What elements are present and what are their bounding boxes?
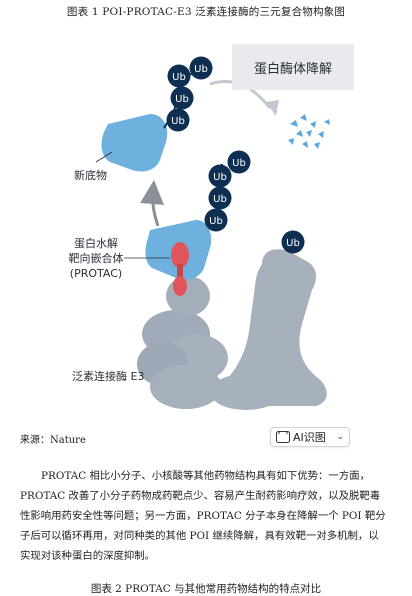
new-substrate-label: 新底物	[74, 168, 107, 182]
paragraph-line: PROTAC 改善了小分子药物成药靶点少、容易产生耐药影响疗效，以及脱靶毒	[20, 490, 381, 502]
ub-icon: Ub	[227, 150, 251, 174]
protac-ternary-complex-diagram: 蛋白酶体降解 Ub Ub	[69, 44, 354, 410]
protac-label-line3: (PROTAC)	[70, 267, 122, 280]
protac-label-line1: 蛋白水解	[74, 236, 118, 250]
degradation-label-box: 蛋白酶体降解	[232, 44, 354, 90]
cycle-arrow	[140, 180, 164, 227]
new-substrate-shape	[101, 114, 168, 172]
ub-icon: Ub	[204, 208, 228, 232]
svg-text:Ub: Ub	[175, 94, 189, 105]
ub-chain-lower: Ub Ub Ub Ub	[204, 150, 251, 232]
svg-text:Ub: Ub	[171, 116, 185, 127]
chevron-down-icon: ⌄	[336, 432, 344, 442]
ub-icon: Ub	[281, 230, 305, 254]
svg-text:Ub: Ub	[213, 194, 227, 205]
svg-text:Ub: Ub	[286, 238, 300, 249]
ub-icon: Ub	[189, 56, 213, 80]
ub-chain-upper: Ub Ub Ub Ub	[163, 56, 213, 132]
degradation-label: 蛋白酶体降解	[254, 61, 332, 77]
figure-caption: 图表 1 POI-PROTAC-E3 泛素连接酶的三元复合物构象图	[66, 6, 346, 18]
new-substrate-pointer	[95, 151, 113, 163]
svg-text:Ub: Ub	[194, 64, 208, 75]
svg-text:Ub: Ub	[232, 158, 246, 169]
ub-icon: Ub	[208, 186, 232, 210]
table-caption: 图表 2 PROTAC 与其他常用药物结构的特点对比	[90, 583, 322, 595]
paragraph-line: 子后可以循环再用，对同种类的其他 POI 继续降解，具有效靶一对多机制，以	[20, 530, 379, 542]
ub-icon: Ub	[170, 86, 194, 110]
svg-text:Ub: Ub	[209, 216, 223, 227]
ub-icon: Ub	[167, 64, 191, 88]
ai-icon	[276, 431, 290, 443]
protac-label-line2: 靶向嵌合体	[69, 251, 124, 265]
body-paragraph: PROTAC 相比小分子、小核酸等其他药物结构具有如下优势：一方面， PROTA…	[20, 466, 392, 566]
svg-text:Ub: Ub	[172, 72, 186, 83]
svg-text:Ub: Ub	[213, 172, 227, 183]
figure-source: 来源：Nature	[20, 435, 86, 446]
ai-button-label: AI识图	[293, 431, 326, 444]
paragraph-line: 性影响用药安全性等问题；另一方面，PROTAC 分子本身在降解一个 POI 靶分	[20, 510, 386, 522]
ai-image-recognition-button[interactable]: AI识图 ⌄	[270, 427, 350, 447]
e3-label: 泛素连接酶 E3	[72, 370, 144, 383]
peptide-fragments	[288, 114, 330, 149]
protac-molecule	[171, 242, 189, 296]
ub-icon: Ub	[166, 108, 190, 132]
paragraph-line: 实现对该种蛋白的深度抑制。	[20, 550, 156, 562]
paragraph-line: PROTAC 相比小分子、小核酸等其他药物结构具有如下优势：一方面，	[41, 470, 370, 482]
ub-icon: Ub	[208, 164, 232, 188]
